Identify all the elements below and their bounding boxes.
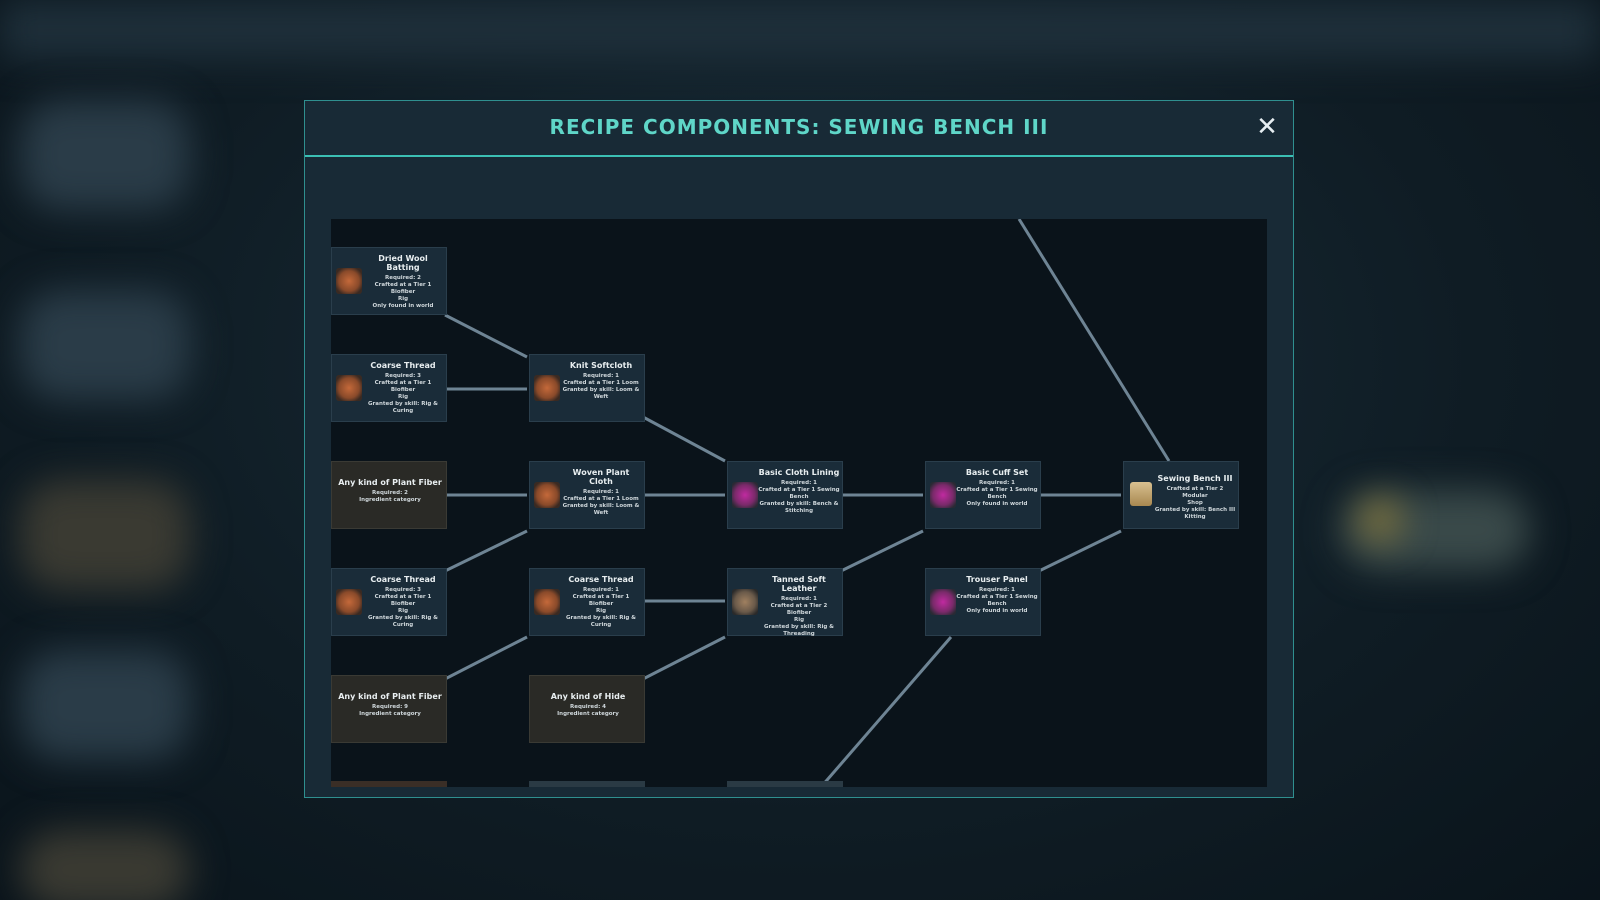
bg-panel (20, 100, 190, 210)
recipe-node-basic-cuff-set[interactable]: Basic Cuff Set Required: 1 Crafted at a … (925, 461, 1041, 529)
modal-header: RECIPE COMPONENTS: SEWING BENCH III ✕ (305, 101, 1293, 157)
textile-icon (336, 589, 362, 615)
recipe-node-coarse-thread[interactable]: Coarse Thread Required: 3 Crafted at a T… (331, 568, 447, 636)
edge (840, 529, 924, 573)
close-icon[interactable]: ✕ (1256, 112, 1278, 142)
textile-icon (534, 375, 560, 401)
recipe-node-any-plant-fiber[interactable]: Any kind of Plant Fiber Required: 9 Ingr… (331, 675, 447, 743)
recipe-node-partial[interactable] (529, 781, 645, 787)
recipe-node-knit-softcloth[interactable]: Knit Softcloth Required: 1 Crafted at a … (529, 354, 645, 422)
textile-icon (336, 268, 362, 294)
recipe-node-basic-cloth-lining[interactable]: Basic Cloth Lining Required: 1 Crafted a… (727, 461, 843, 529)
recipe-node-woven-plant-cloth[interactable]: Woven Plant Cloth Required: 1 Crafted at… (529, 461, 645, 529)
bg-panel (20, 480, 190, 590)
bg-panel (20, 290, 190, 400)
edge (444, 635, 528, 681)
textile-icon (534, 589, 560, 615)
cloth-icon (732, 482, 758, 508)
modal-title: RECIPE COMPONENTS: SEWING BENCH III (549, 115, 1049, 139)
edge (642, 635, 726, 681)
recipe-node-any-hide[interactable]: Any kind of Hide Required: 4 Ingredient … (529, 675, 645, 743)
bg-glow (1360, 500, 1400, 540)
recipe-components-modal: RECIPE COMPONENTS: SEWING BENCH III ✕ Dr… (304, 100, 1294, 798)
recipe-node-tanned-soft-leather[interactable]: Tanned Soft Leather Required: 1 Crafted … (727, 568, 843, 637)
recipe-node-partial[interactable] (727, 781, 843, 787)
recipe-node-partial[interactable] (331, 781, 447, 787)
leather-icon (732, 589, 758, 615)
bg-panel (20, 830, 190, 900)
edge (819, 636, 953, 787)
recipe-node-coarse-thread[interactable]: Coarse Thread Required: 1 Crafted at a T… (529, 568, 645, 636)
edge (1038, 529, 1122, 573)
bench-icon (1130, 482, 1152, 506)
recipe-node-dried-wool-batting[interactable]: Dried Wool Batting Required: 2 Crafted a… (331, 247, 447, 315)
recipe-graph-canvas[interactable]: Dried Wool Batting Required: 2 Crafted a… (331, 219, 1267, 787)
recipe-node-any-plant-fiber[interactable]: Any kind of Plant Fiber Required: 2 Ingr… (331, 461, 447, 529)
recipe-node-sewing-bench-iii[interactable]: Sewing Bench III Crafted at a Tier 2 Mod… (1123, 461, 1239, 529)
textile-icon (336, 375, 362, 401)
bg-topbar (0, 0, 1600, 60)
cloth-icon (930, 482, 956, 508)
recipe-node-trouser-panel[interactable]: Trouser Panel Required: 1 Crafted at a T… (925, 568, 1041, 636)
edge (444, 529, 528, 573)
recipe-node-coarse-thread[interactable]: Coarse Thread Required: 3 Crafted at a T… (331, 354, 447, 422)
edge (642, 415, 726, 463)
bg-panel (20, 650, 190, 760)
cloth-icon (930, 589, 956, 615)
textile-icon (534, 482, 560, 508)
edge (1017, 219, 1171, 462)
edge (444, 313, 528, 359)
recipe-graph-edges (444, 219, 1171, 787)
